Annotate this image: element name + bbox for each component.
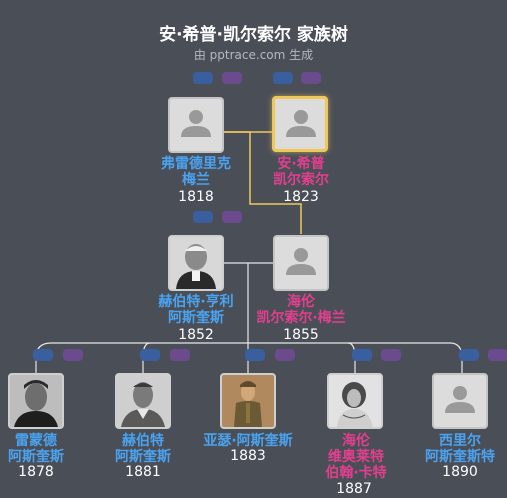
- frederick-ancestors-icon[interactable]: [193, 72, 213, 84]
- helen-violet-photo[interactable]: [327, 373, 383, 429]
- portrait-icon: [222, 375, 274, 427]
- frederick-descendants-icon[interactable]: [222, 72, 242, 84]
- portrait-icon: [117, 375, 169, 427]
- cyril-photo[interactable]: [432, 373, 488, 429]
- arthur-year: 1883: [230, 448, 266, 464]
- helen-kelsall-year: 1855: [283, 327, 319, 343]
- cyril-descendants-icon[interactable]: [488, 349, 507, 361]
- arthur-photo[interactable]: [220, 373, 276, 429]
- frederick-name[interactable]: 弗雷德里克梅兰: [161, 156, 231, 188]
- frederick-photo[interactable]: [168, 97, 224, 153]
- helen-violet-ancestors-icon[interactable]: [352, 349, 372, 361]
- herbert-photo[interactable]: [115, 373, 171, 429]
- arthur-descendants-icon[interactable]: [275, 349, 295, 361]
- cyril-year: 1890: [442, 464, 478, 480]
- page-title: 安·希普·凯尔索尔 家族树: [159, 25, 348, 45]
- herbert-year: 1881: [125, 464, 161, 480]
- person-silhouette-icon: [286, 110, 316, 137]
- herbert-henry-name[interactable]: 赫伯特·亨利阿斯奎斯: [158, 294, 234, 326]
- herbert-ancestors-icon[interactable]: [140, 349, 160, 361]
- cyril-ancestors-icon[interactable]: [459, 349, 479, 361]
- helen-kelsall-photo[interactable]: [273, 235, 329, 291]
- herbert-henry-descendants-icon[interactable]: [222, 211, 242, 223]
- raymond-descendants-icon[interactable]: [63, 349, 83, 361]
- ann-name[interactable]: 安·希普凯尔索尔: [273, 156, 329, 188]
- portrait-icon: [10, 375, 62, 427]
- ann-ancestors-icon[interactable]: [273, 72, 293, 84]
- arthur-ancestors-icon[interactable]: [245, 349, 265, 361]
- helen-violet-descendants-icon[interactable]: [381, 349, 401, 361]
- ann-photo[interactable]: [272, 96, 328, 152]
- cyril-name[interactable]: 西里尔阿斯奎斯特: [425, 433, 495, 465]
- herbert-name[interactable]: 赫伯特阿斯奎斯: [115, 433, 171, 465]
- helen-violet-name[interactable]: 海伦维奥莱特伯翰·卡特: [325, 433, 387, 481]
- person-silhouette-icon: [181, 110, 211, 137]
- raymond-ancestors-icon[interactable]: [33, 349, 53, 361]
- herbert-henry-ancestors-icon[interactable]: [193, 211, 213, 223]
- helen-kelsall-name[interactable]: 海伦凯尔索尔·梅兰: [256, 294, 346, 326]
- herbert-henry-photo[interactable]: [168, 235, 224, 291]
- helen-violet-year: 1887: [336, 481, 372, 497]
- herbert-henry-year: 1852: [178, 327, 214, 343]
- herbert-descendants-icon[interactable]: [170, 349, 190, 361]
- portrait-icon: [170, 237, 222, 289]
- arthur-name[interactable]: 亚瑟·阿斯奎斯: [203, 433, 293, 449]
- ann-year: 1823: [283, 189, 319, 205]
- raymond-name[interactable]: 雷蒙德阿斯奎斯: [8, 433, 64, 465]
- person-silhouette-icon: [286, 248, 316, 275]
- person-silhouette-icon: [445, 386, 475, 413]
- frederick-year: 1818: [178, 189, 214, 205]
- raymond-photo[interactable]: [8, 373, 64, 429]
- portrait-icon: [329, 375, 381, 427]
- ann-descendants-icon[interactable]: [301, 72, 321, 84]
- page-subtitle: 由 pptrace.com 生成: [193, 48, 314, 62]
- raymond-year: 1878: [18, 464, 54, 480]
